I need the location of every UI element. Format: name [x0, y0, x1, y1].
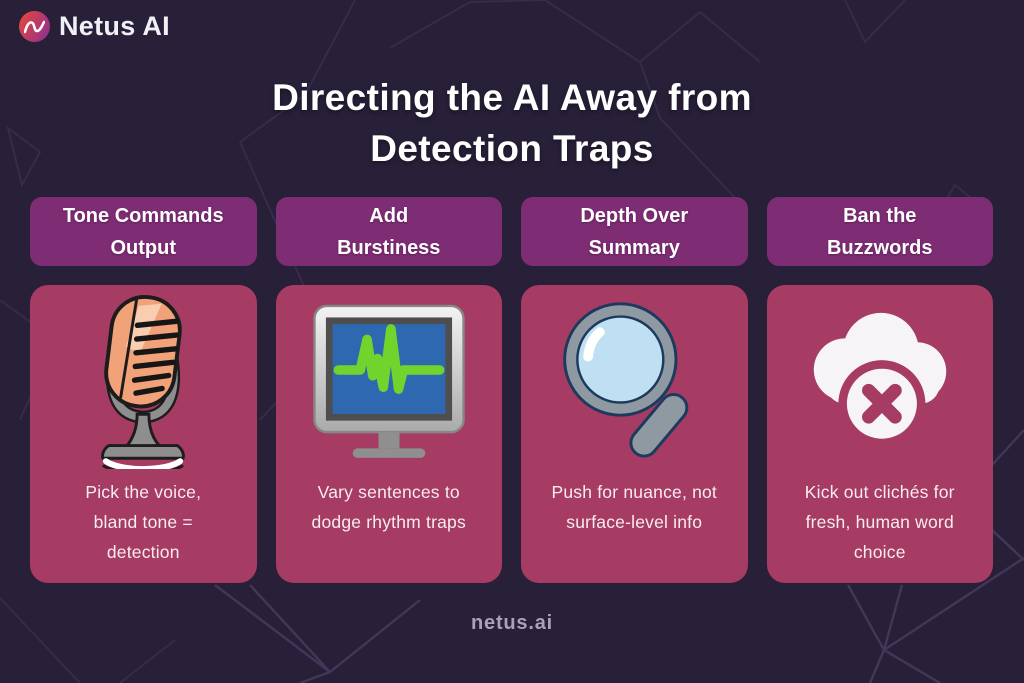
magnifying-glass-icon — [521, 285, 748, 477]
header-line: Buzzwords — [826, 236, 933, 259]
card-description: Kick out clichés for fresh, human word c… — [805, 477, 955, 567]
card-ban-buzzwords: Kick out clichés for fresh, human word c… — [766, 285, 994, 583]
header-tone-commands: Tone Commands Output — [30, 197, 257, 266]
footer-brand-text: netus.ai — [471, 612, 553, 634]
columns-grid: Tone Commands Output — [30, 197, 993, 583]
header-line: Tone Commands — [62, 204, 224, 227]
logo-text: Netus AI — [59, 11, 170, 41]
column-ban-buzzwords: Ban the Buzzwords — [766, 197, 994, 583]
header-line: Add — [369, 204, 409, 227]
header-ban-buzzwords: Ban the Buzzwords — [766, 197, 993, 266]
desc-line: Vary sentences to — [317, 482, 460, 502]
header-line: Output — [110, 236, 177, 259]
desc-line: Pick the voice, — [85, 482, 202, 502]
desc-line: choice — [853, 542, 906, 562]
header-depth-over-summary: Depth Over Summary — [521, 197, 748, 266]
card-tone-commands: Pick the voice, bland tone = detection — [30, 285, 257, 583]
page-title: Directing the AI Away from Detection Tra… — [0, 72, 1024, 174]
microphone-icon — [30, 285, 257, 477]
header-line: Burstiness — [337, 236, 441, 259]
card-depth-over-summary: Push for nuance, not surface-level info — [521, 285, 748, 583]
desc-line: Push for nuance, not — [551, 482, 717, 502]
netus-logo-icon — [19, 11, 50, 42]
monitor-waveform-icon — [276, 285, 503, 477]
card-add-burstiness: Vary sentences to dodge rhythm traps — [275, 285, 503, 583]
cloud-x-icon — [767, 285, 994, 477]
header-line: Summary — [588, 236, 680, 259]
column-depth-over-summary: Depth Over Summary Push for nuance, not … — [521, 197, 748, 583]
netus-ai-logo: Netus AI — [19, 11, 170, 42]
card-description: Vary sentences to dodge rhythm traps — [312, 477, 466, 537]
desc-line: detection — [106, 542, 180, 562]
card-description: Push for nuance, not surface-level info — [552, 477, 718, 537]
desc-line: surface-level info — [566, 512, 703, 532]
header-line: Ban the — [843, 204, 917, 227]
desc-line: dodge rhythm traps — [311, 512, 466, 532]
title-line-1: Directing the AI Away from — [272, 77, 752, 118]
header-line: Depth Over — [580, 204, 689, 227]
column-add-burstiness: Add Burstiness — [275, 197, 503, 583]
desc-line: fresh, human word — [805, 512, 954, 532]
desc-line: Kick out clichés for — [804, 482, 955, 502]
desc-line: bland tone = — [93, 512, 193, 532]
column-tone-commands: Tone Commands Output — [30, 197, 257, 583]
title-line-2: Detection Traps — [370, 128, 654, 169]
card-description: Pick the voice, bland tone = detection — [85, 477, 201, 567]
header-add-burstiness: Add Burstiness — [275, 197, 502, 266]
